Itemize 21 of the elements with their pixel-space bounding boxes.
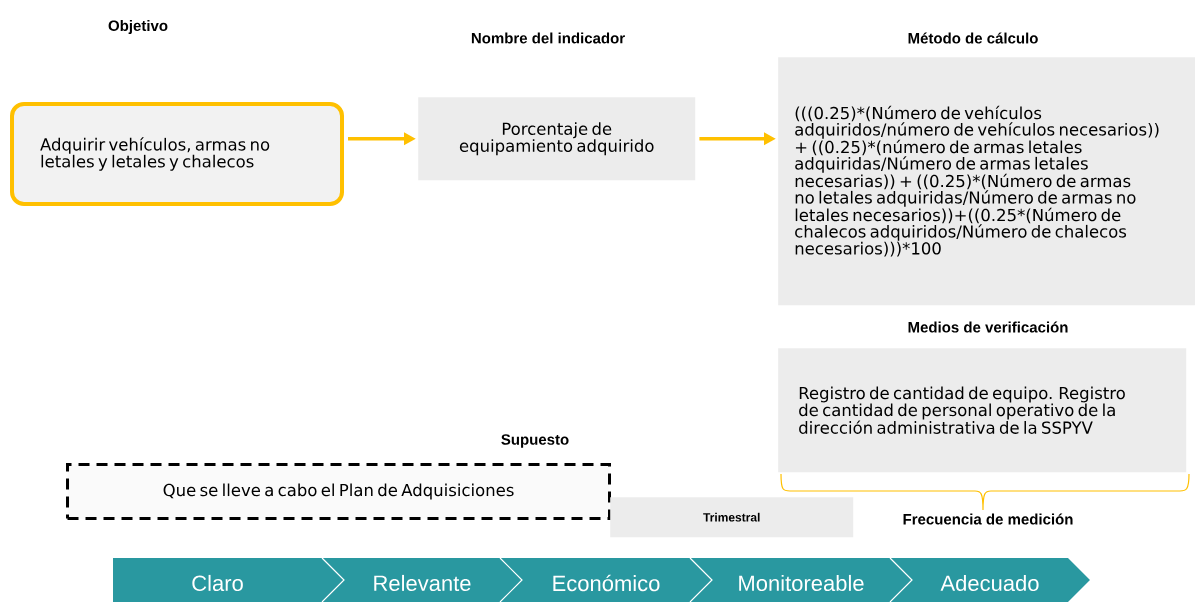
text-box: Registro de cantidad de equipo. Registro de cantidad de personal operativo de la dirección administrativa de la SSPYV (778, 348, 1187, 473)
heading: Supuesto (501, 434, 569, 448)
process-step: Relevante (321, 557, 522, 602)
node-label: Adecuado (940, 574, 1039, 592)
node-label: Claro (192, 574, 243, 592)
text-box: Porcentaje de equipamiento adquirido (418, 97, 696, 181)
process-step: Adecuado (889, 557, 1090, 602)
heading: Frecuencia de medición (903, 513, 1073, 525)
node-label: Monitoreable (739, 574, 864, 592)
heading: Medios de verificación (908, 321, 1068, 333)
text-box: (((0.25)*(Número de vehículos adquiridos/número de vehículos necesarios)) + ((0.25)*(número de armas letales adquiridas/Número de armas letales necesarias)) + ((0.25)*(Número de armas no letales adquiridas/Número de armas no letales necesarios))+((0.25*(Número de chalecos adquiridos/Número de chalecos necesarios)))*100 (778, 57, 1195, 306)
process-step: Claro (113, 558, 344, 602)
node-label: Económico (553, 574, 660, 592)
assumption-box: Que se lleve a cabo el Plan de Adquisiciones (66, 463, 611, 520)
frequency-box: Trimestral (610, 497, 854, 538)
objective-box: Adquirir vehículos, armas no letales y letales y chalecos (10, 102, 344, 206)
node-label: Relevante (374, 574, 471, 592)
heading: Nombre del indicador (471, 32, 625, 44)
process-step: Económico (499, 557, 712, 602)
heading: Objetivo (108, 20, 168, 34)
heading: Método de cálculo (908, 32, 1038, 44)
